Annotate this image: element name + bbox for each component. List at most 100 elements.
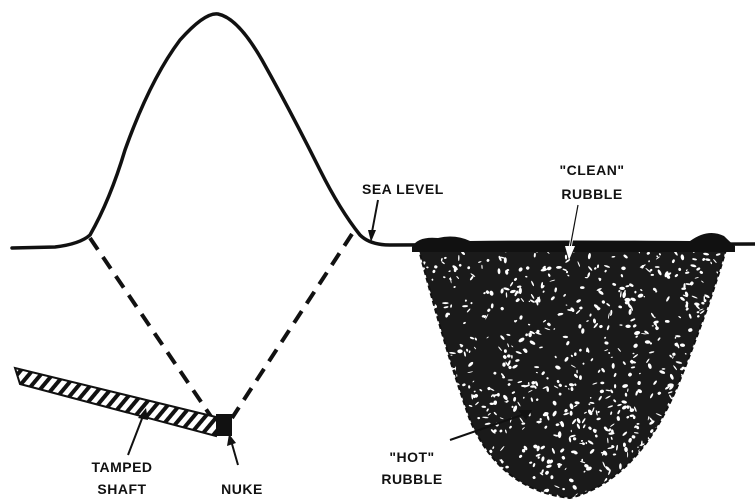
rubble-speck: [689, 408, 692, 412]
rubble-speck: [679, 393, 683, 395]
rubble-speck: [691, 477, 693, 483]
rubble-speck: [677, 442, 684, 446]
rubble-speck: [523, 488, 530, 495]
rubble-speck: [700, 461, 705, 467]
rubble-speck: [680, 480, 686, 487]
rubble-speck: [685, 458, 686, 463]
rubble-speck: [618, 483, 621, 487]
rubble-speck: [643, 495, 646, 498]
rubble-speck: [463, 467, 467, 472]
rubble-speck: [455, 487, 458, 491]
rubble-speck: [658, 483, 662, 487]
rubble-speck: [442, 457, 447, 462]
rubble-speck: [444, 444, 447, 449]
rubble-speck: [608, 352, 610, 354]
rubble-speck: [717, 363, 724, 369]
rubble-speck: [718, 388, 723, 393]
rubble-speck: [616, 482, 617, 484]
rubble-speck: [671, 476, 674, 480]
rubble-speck: [726, 301, 731, 306]
rubble-speck: [415, 292, 419, 296]
rubble-speck: [514, 487, 518, 491]
rubble-speck: [458, 399, 462, 405]
rubble-speck: [420, 438, 426, 442]
rubble-speck: [687, 442, 693, 447]
rubble-speck: [431, 436, 435, 441]
rubble-speck: [693, 371, 696, 377]
rubble-speck: [679, 413, 682, 418]
rubble-speck: [417, 418, 420, 420]
rubble-speck: [423, 371, 427, 375]
rubble-speck: [423, 364, 427, 369]
rubble-speck: [532, 495, 537, 500]
rubble-speck: [718, 330, 722, 334]
rubble-speck: [624, 494, 627, 496]
rubble-speck: [716, 447, 721, 453]
rubble-speck: [704, 472, 709, 478]
rubble-speck: [668, 424, 671, 427]
rubble-speck: [715, 457, 720, 463]
rubble-speck: [430, 436, 434, 440]
rubble-speck: [418, 262, 423, 267]
rubble-speck: [729, 497, 732, 500]
rubble-speck: [447, 382, 451, 384]
rubble-speck: [426, 465, 431, 470]
rubble-speck: [424, 400, 428, 404]
rubble-speck: [684, 495, 689, 500]
rubble-speck: [636, 461, 640, 468]
rubble-speck: [528, 382, 530, 385]
rubble-speck: [505, 491, 508, 493]
rubble-speck: [491, 494, 498, 499]
rubble-speck: [460, 452, 465, 457]
rubble-speck: [677, 394, 681, 399]
rubble-speck: [422, 386, 428, 388]
rubble-speck: [419, 302, 424, 307]
rubble-speck: [705, 478, 708, 481]
rubble-speck: [682, 472, 688, 478]
rubble-speck: [430, 394, 433, 396]
rubble-speck: [723, 331, 726, 334]
rubble-speck: [687, 422, 691, 427]
rubble-speck: [442, 496, 448, 499]
rubble-speck: [425, 357, 429, 363]
rubble-speck: [445, 378, 449, 383]
rubble-speck: [433, 439, 437, 441]
rubble-speck: [706, 434, 711, 438]
rubble-speck: [419, 391, 425, 396]
rubble-speck: [683, 451, 687, 455]
rubble-speck: [723, 366, 727, 370]
hot-rubble-label-line2: RUBBLE: [381, 471, 442, 487]
rubble-speck: [711, 360, 715, 364]
rubble-speck: [442, 302, 449, 304]
rubble-speck: [429, 352, 434, 357]
rubble-speck: [635, 492, 639, 498]
rubble-speck: [718, 493, 721, 496]
rubble-speck: [412, 398, 418, 404]
rubble-speck: [417, 497, 420, 500]
rubble-speck: [720, 363, 724, 367]
rubble-speck: [720, 296, 723, 300]
rubble-speck: [462, 438, 468, 444]
rubble-speck: [462, 472, 467, 478]
rubble-speck: [510, 494, 517, 499]
rubble-speck: [703, 442, 709, 447]
rubble-speck: [670, 465, 673, 472]
rubble-speck: [675, 422, 681, 425]
rubble-speck: [679, 464, 684, 471]
rubble-speck: [714, 298, 721, 304]
rubble-speck: [698, 404, 703, 410]
rubble-speck: [427, 295, 430, 299]
rubble-speck: [645, 447, 651, 453]
rubble-speck: [418, 387, 423, 391]
rubble-speck: [723, 386, 725, 390]
rubble-crater: [412, 246, 733, 500]
rubble-speck: [699, 436, 702, 440]
rubble-speck: [532, 489, 536, 495]
rubble-speck: [704, 450, 707, 453]
rubble-speck: [617, 483, 620, 486]
rubble-speck: [469, 453, 473, 455]
rubble-speck: [462, 496, 464, 500]
rubble-speck: [438, 370, 442, 375]
rubble-speck: [695, 446, 700, 449]
rubble-speck: [712, 361, 717, 364]
